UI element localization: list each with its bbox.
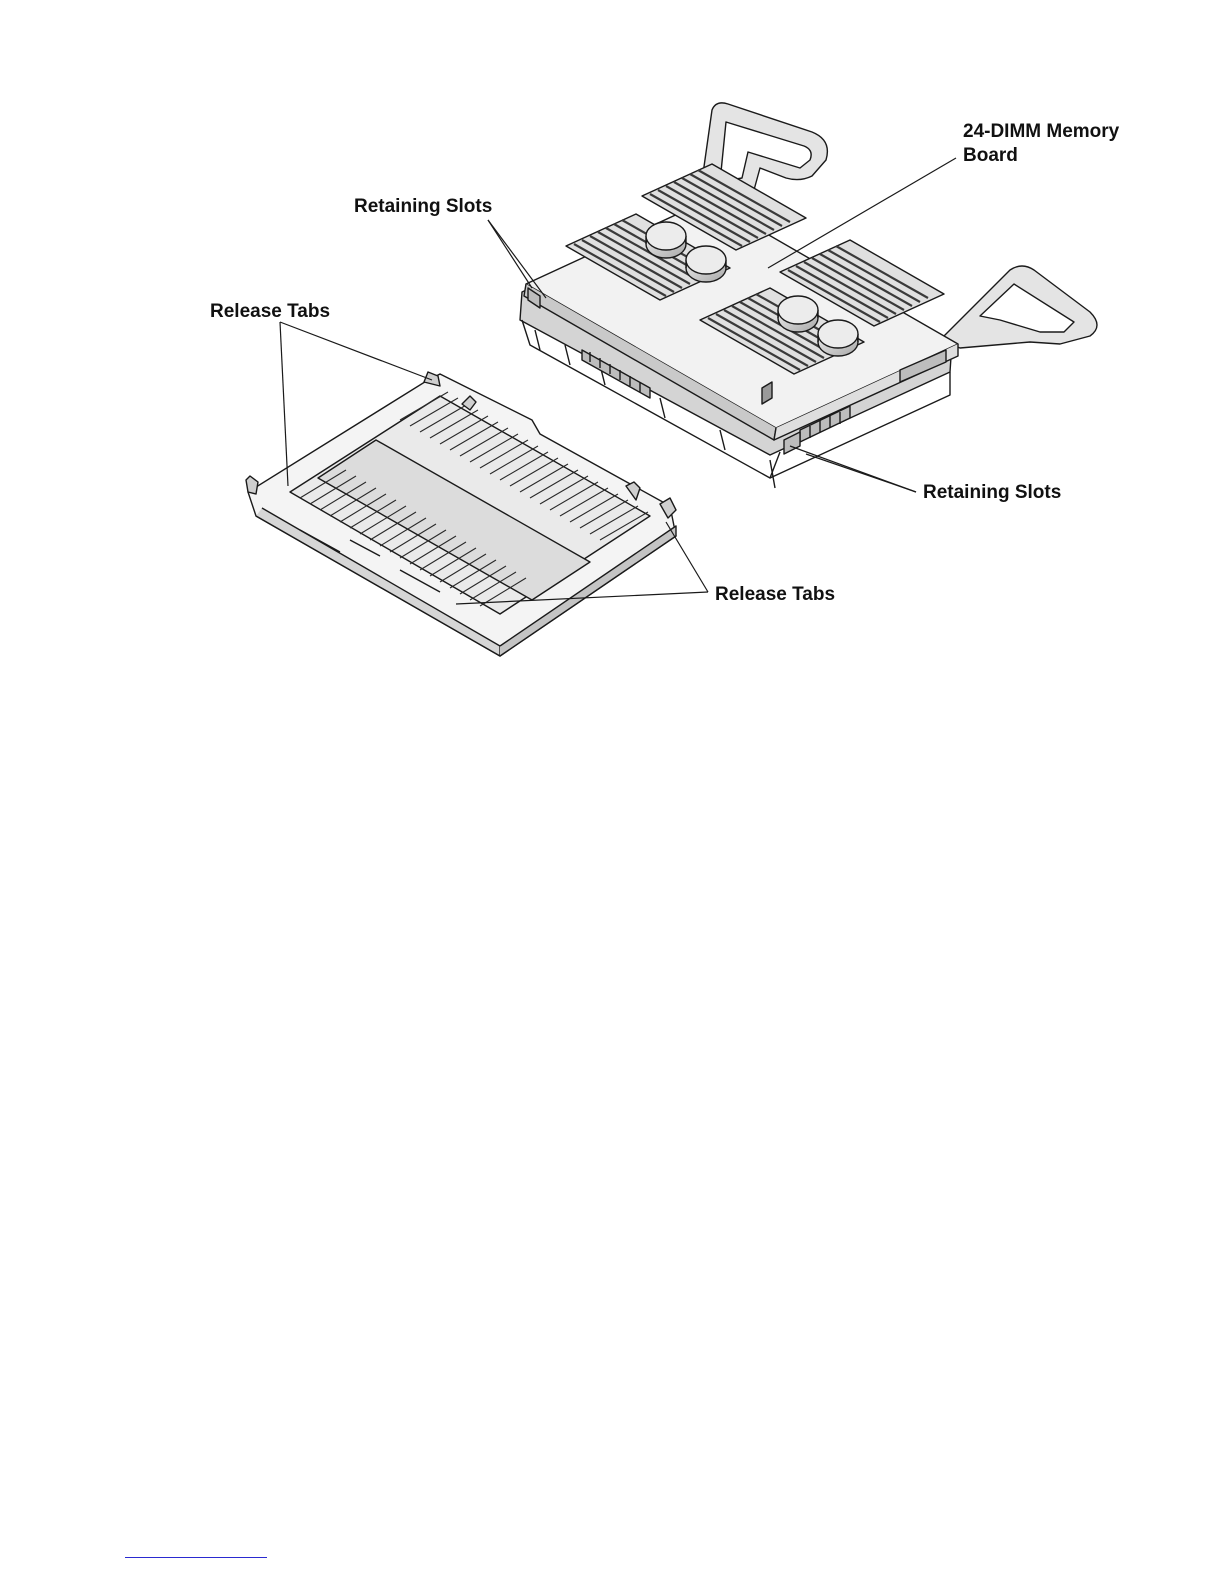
label-release-tabs-top: Release Tabs — [210, 300, 330, 324]
leader-retaining-bottom-2 — [806, 454, 916, 492]
dimm-cover — [246, 372, 676, 656]
memory-board-diagram — [0, 0, 1224, 700]
release-tab-left — [246, 476, 258, 494]
leader-release-top-2 — [280, 322, 288, 486]
right-handle — [940, 266, 1097, 348]
heatsink-2 — [686, 246, 726, 282]
heatsink-4 — [818, 320, 858, 356]
leader-retaining-top-2 — [488, 220, 546, 298]
leader-release-top-1 — [280, 322, 432, 380]
leader-release-bottom-1 — [666, 522, 708, 592]
heatsink-1 — [646, 222, 686, 258]
label-memory-board: 24-DIMM Memory Board — [963, 120, 1163, 168]
label-release-tabs-bottom: Release Tabs — [715, 583, 835, 607]
heatsink-3 — [778, 296, 818, 332]
leader-retaining-top-1 — [488, 220, 532, 288]
label-retaining-slots-top: Retaining Slots — [354, 195, 492, 219]
memory-board-figure: 24-DIMM Memory Board Retaining Slots Rel… — [0, 0, 1224, 700]
footer-rule — [125, 1557, 267, 1558]
label-retaining-slots-bottom: Retaining Slots — [923, 481, 1061, 505]
